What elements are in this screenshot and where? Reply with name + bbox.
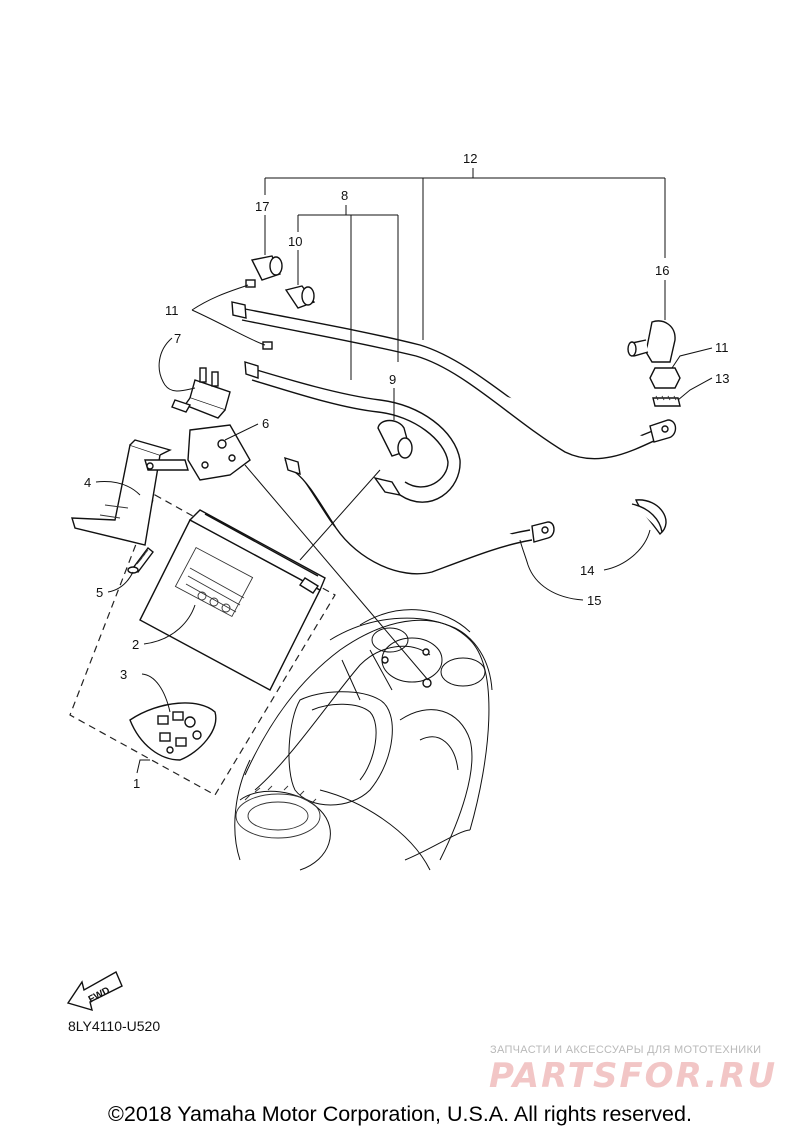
fwd-arrow-icon: FWD — [66, 971, 123, 1012]
bolt — [127, 547, 154, 574]
leader-lines — [95, 168, 713, 774]
terminal-cover-9 — [377, 419, 413, 459]
callout-1: 1 — [133, 776, 140, 791]
callout-12: 12 — [463, 151, 477, 166]
watermark-tagline: ЗАПЧАСТИ И АКСЕССУАРЫ ДЛЯ МОТОТЕХНИКИ — [490, 1044, 762, 1056]
callout-14: 14 — [580, 563, 594, 578]
callout-3: 3 — [120, 667, 127, 682]
battery-holder — [71, 439, 189, 546]
band-clamp-14 — [631, 499, 667, 536]
hull-outline — [234, 609, 493, 871]
callout-11-left: 11 — [165, 303, 179, 318]
callout-17: 17 — [255, 199, 269, 214]
callout-2: 2 — [132, 637, 139, 652]
callout-15: 15 — [587, 593, 601, 608]
terminal-cap-16 — [627, 320, 676, 363]
battery-cable-15 — [284, 456, 555, 575]
wire-lead-8 — [244, 361, 461, 503]
callout-8: 8 — [341, 188, 348, 203]
callout-4: 4 — [84, 475, 91, 490]
callout-7: 7 — [174, 331, 181, 346]
watermark-logo: PARTSFOR.RU — [489, 1056, 778, 1096]
battery-terminal-kit — [129, 702, 217, 761]
nut-11-left — [245, 279, 273, 350]
battery — [139, 509, 326, 691]
wire-lead-12 — [231, 301, 677, 460]
washer-13 — [652, 395, 681, 407]
callout-16: 16 — [655, 263, 669, 278]
starter-relay — [171, 367, 231, 419]
callout-6: 6 — [262, 416, 269, 431]
callout-11-right: 11 — [715, 340, 729, 355]
callout-9: 9 — [389, 372, 396, 387]
terminal-cap-17 — [250, 255, 283, 281]
terminal-cover-10 — [284, 285, 316, 309]
nut-11-right — [649, 367, 681, 389]
callout-10: 10 — [288, 234, 302, 249]
copyright-notice: ©2018 Yamaha Motor Corporation, U.S.A. A… — [108, 1102, 692, 1126]
diagram-code: 8LY4110-U520 — [68, 1018, 161, 1034]
relay-bracket — [187, 424, 251, 481]
callout-13: 13 — [715, 371, 729, 386]
callout-labels: 12 8 17 10 16 11 7 11 9 13 6 4 14 5 15 2… — [84, 151, 729, 791]
callout-5: 5 — [96, 585, 103, 600]
